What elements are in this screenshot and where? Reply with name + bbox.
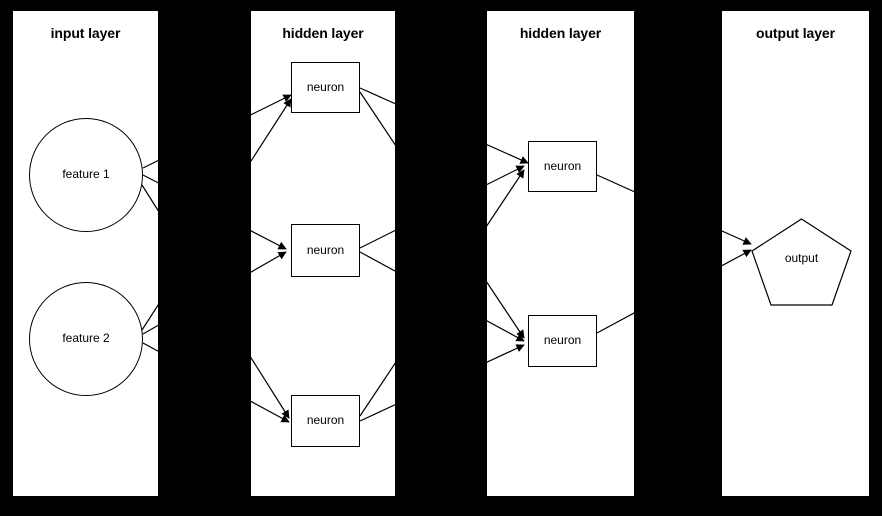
panel-title-hidden-layer-2: hidden layer [519,25,602,41]
node-label-feature-1: feature 1 [62,167,110,182]
node-label-hidden2-neuron-1: neuron [543,158,582,173]
node-label-hidden1-neuron-3: neuron [306,413,345,428]
panel-title-input-layer: input layer [50,25,121,41]
node-output[interactable]: output [751,218,852,306]
panel-title-hidden-layer-1: hidden layer [282,25,364,41]
node-label-output: output [784,251,819,266]
node-hidden1-neuron-2[interactable]: neuron [291,224,360,277]
node-hidden1-neuron-1[interactable]: neuron [291,62,360,113]
node-feature-2[interactable]: feature 2 [29,282,143,396]
node-label-hidden1-neuron-1: neuron [306,79,345,94]
panel-input-layer: input layer [13,11,158,496]
node-label-feature-2: feature 2 [62,331,110,346]
pentagon-shape [751,218,852,306]
panel-hidden-layer-2: hidden layer [487,11,634,496]
node-hidden2-neuron-1[interactable]: neuron [528,141,597,192]
node-label-hidden1-neuron-2: neuron [306,242,345,257]
node-feature-1[interactable]: feature 1 [29,118,143,232]
node-label-hidden2-neuron-2: neuron [543,333,582,348]
node-hidden1-neuron-3[interactable]: neuron [291,395,360,447]
node-hidden2-neuron-2[interactable]: neuron [528,315,597,367]
panel-title-output-layer: output layer [756,25,835,41]
